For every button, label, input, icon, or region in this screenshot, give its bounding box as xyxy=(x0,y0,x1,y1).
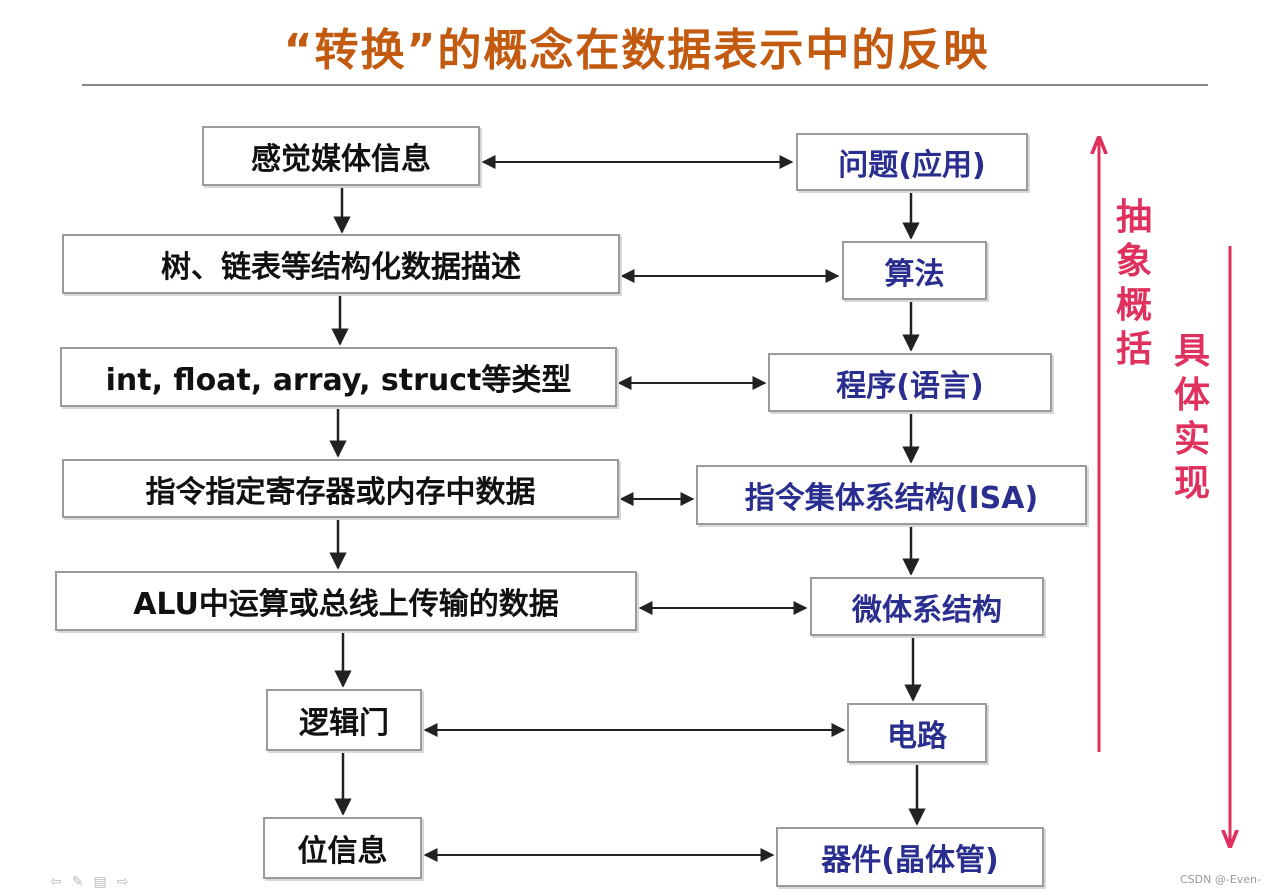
right-box-program: 程序(语言) xyxy=(768,353,1052,412)
next-icon[interactable]: ⇨ xyxy=(116,874,129,890)
menu-icon[interactable]: ▤ xyxy=(93,874,107,890)
watermark: CSDN @-Even- xyxy=(1180,873,1261,886)
right-box-algorithm: 算法 xyxy=(842,241,987,300)
left-box-alu-data: ALU中运算或总线上传输的数据 xyxy=(55,571,637,631)
implementation-label: 具体实现 xyxy=(1173,331,1210,504)
left-box-sensory-media: 感觉媒体信息 xyxy=(202,126,480,186)
right-box-isa: 指令集体系结构(ISA) xyxy=(696,465,1087,525)
prev-icon[interactable]: ⇦ xyxy=(50,874,62,890)
right-box-circuit: 电路 xyxy=(847,703,987,763)
slide-nav: ⇦ ✎ ▤ ⇨ xyxy=(50,874,128,890)
left-box-logic-gates: 逻辑门 xyxy=(266,689,422,751)
right-box-microarchitecture: 微体系结构 xyxy=(810,577,1044,636)
left-box-instruction-data: 指令指定寄存器或内存中数据 xyxy=(62,459,619,518)
abstraction-label: 抽象概括 xyxy=(1115,197,1152,370)
left-box-bit-info: 位信息 xyxy=(263,817,422,879)
left-box-structured-data: 树、链表等结构化数据描述 xyxy=(62,234,620,294)
page-title: “转换”的概念在数据表示中的反映 xyxy=(283,25,990,76)
right-box-problem: 问题(应用) xyxy=(796,133,1028,191)
title-divider xyxy=(82,84,1208,86)
pen-icon[interactable]: ✎ xyxy=(71,874,84,890)
left-box-data-types: int, float, array, struct等类型 xyxy=(60,347,617,407)
right-box-device: 器件(晶体管) xyxy=(776,827,1044,887)
